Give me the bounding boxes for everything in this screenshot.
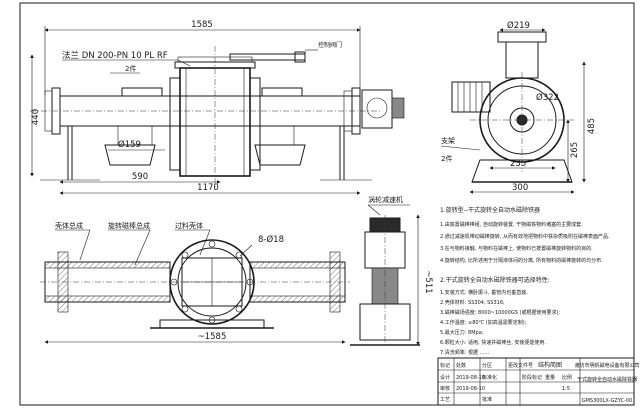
outlet-neck-left [117,125,153,146]
side-top-flange [497,31,547,43]
valve-knob [294,51,306,63]
rotating-rod-label: 旋转磁棒总成 [108,221,150,230]
note-2-7: 7.清洗频率: 根据 ...... [440,349,490,356]
dim-bolt-holes: 8-Ø18 [258,234,284,245]
title-block-frame [437,357,635,406]
dim-590: 590 [132,172,148,182]
note-1-4: 4.旋转结构, 比所述用于分隔液体间的分离, 所有物料的磁棒旋转的均分布. [440,257,603,264]
inlet-spec-label: 法兰 DN 200-PN 10 PL RF [62,50,168,61]
outlet-neck-right [259,125,295,146]
tb-r3c0: 工艺 [440,397,450,403]
note-2-2: 2.壳体材料: SS304, SS316; [440,299,505,306]
tb-r2c1: 2019-08-10 [456,386,485,392]
support-label: 支架 [441,136,455,145]
tb-stage: 阶段标记 [522,374,542,381]
tb-weight: 重量 [545,374,555,381]
dim-159: Ø159 [118,139,141,150]
side-motor-body [451,81,491,113]
tb-r0c0: 标记 [440,362,450,369]
tb-r1c1: 2019-08-10 [456,375,485,381]
note-2-4: 4.工作温度: ≤80℃ (如高温需要定制); [440,319,527,326]
valve-label: 控制阀门 [318,41,342,49]
notes-section1-title: 1.旋转型--干式旋转全自动水磁除铁器 [440,206,540,214]
tb-scale: 1:5 [562,386,570,392]
tb-r0c1: 处数 [456,362,466,369]
motor-end [366,97,388,119]
note-2-3: 3.磁棒磁场强度: 8000~10000GS (或根据使用要求); [440,309,560,316]
dim-300: 300 [512,183,528,193]
tb-r0c2: 分区 [482,362,492,369]
upper-hopper-left [121,87,163,97]
dim-bottom: ~1585 [198,332,227,342]
tb-company: 潍坊市明帆磁电设备有限公司 [574,362,639,369]
dim-322: Ø322 [536,92,559,103]
dim-511: ~511 [423,270,433,293]
leader-line [239,244,253,257]
shell-asm-label: 壳体总成 [55,221,83,230]
tb-r3c3: 批准 [482,396,492,403]
tb-r1c3: 标准化 [482,374,497,381]
section-flange-inner [177,247,247,317]
leader-line [134,229,151,266]
dim-485: 485 [587,118,597,134]
tb-drawing-name: 结构简图 [538,361,562,369]
note-1-2: 2.通过减速机带动磁棒旋转, 从而有效地把物料中铁杂质吸附在磁棒表面产品. [440,233,610,240]
note-2-5: 5.最大压力: 8Mpa; [440,329,484,336]
leader-line [79,229,91,261]
note-1-3: 3.在与物料接触, 与物料在磁棒上, 使物料已按置磁棒旋转物料的目的. [440,245,593,252]
worm-reducer-label: 涡轮减速机 [368,195,403,204]
leader-line [440,145,481,151]
leader-line [199,229,211,256]
notes: 1.旋转型--干式旋转全自动水磁除铁器 1.由底置磁棒棒组, 自动旋转装置, 干… [440,206,610,356]
dim-1170: 1170 [197,183,219,193]
front-view: 1585 法兰 DN 200-PN 10 PL RF 2件 控制阀门 [30,20,405,195]
sheet-frame [19,2,635,406]
notes-section2-title: 2.干式旋转全自动水磁除铁器可选择特性: [440,276,550,284]
end-cap-left [44,90,53,132]
side-view: Ø219 Ø322 支架 2件 485 265 235 [440,20,597,194]
filter-shell-label: 过料壳体 [175,221,203,230]
section-wall-top-left [44,261,171,269]
dim-265: 265 [570,142,580,158]
left-flange-band [169,77,181,171]
note-2-1: 1.安装方式: 横卧振斗, 垂管内也垂直装. [440,289,528,296]
dim-1585: 1585 [191,20,213,30]
end-cap-right [343,90,353,132]
dim-235: 235 [510,159,526,169]
tb-product: 干式旋转全自动水磁除铁器 [577,376,637,383]
motor-fins [457,82,483,112]
note-2-6: 6.颗粒大小: 适用, 快速并磁棒丝, 安装便能使用. [440,339,546,346]
tb-r0c3: 更改文件号 [508,362,533,369]
dim-219: Ø219 [507,20,530,31]
right-flange-band [249,77,261,171]
reducer-view: 涡轮减速机 ~511 [350,195,433,346]
tb-drawing-no: GMS300LX-GZYC-00 [582,398,633,404]
tb-r2c0: 审核 [440,385,450,392]
section-wall-bottom-left [44,295,171,303]
leader-line [367,204,381,216]
title-block: 标记 处数 分区 更改文件号 设计 2019-08-10 标准化 审核 2019… [437,357,640,406]
dim-440: 440 [31,109,41,125]
upper-hopper-right [261,87,303,97]
section-view: 壳体总成 旋转磁棒总成 过料壳体 [40,221,350,344]
tb-r1c0: 设计 [440,374,450,381]
outlet-hopper-right [254,144,306,166]
support-qty: 2件 [441,154,452,163]
qty-label: 2件 [125,64,136,73]
leader-line [177,59,191,67]
note-1-1: 1.由底置磁棒棒组, 自动旋转装置, 干物磁铁物料堵塞的主要成套. [440,221,583,228]
section-flange-outer [169,239,255,325]
front-motor [361,89,393,129]
tb-scale-label: 比例 [562,374,572,381]
motor-coupling [391,97,405,119]
